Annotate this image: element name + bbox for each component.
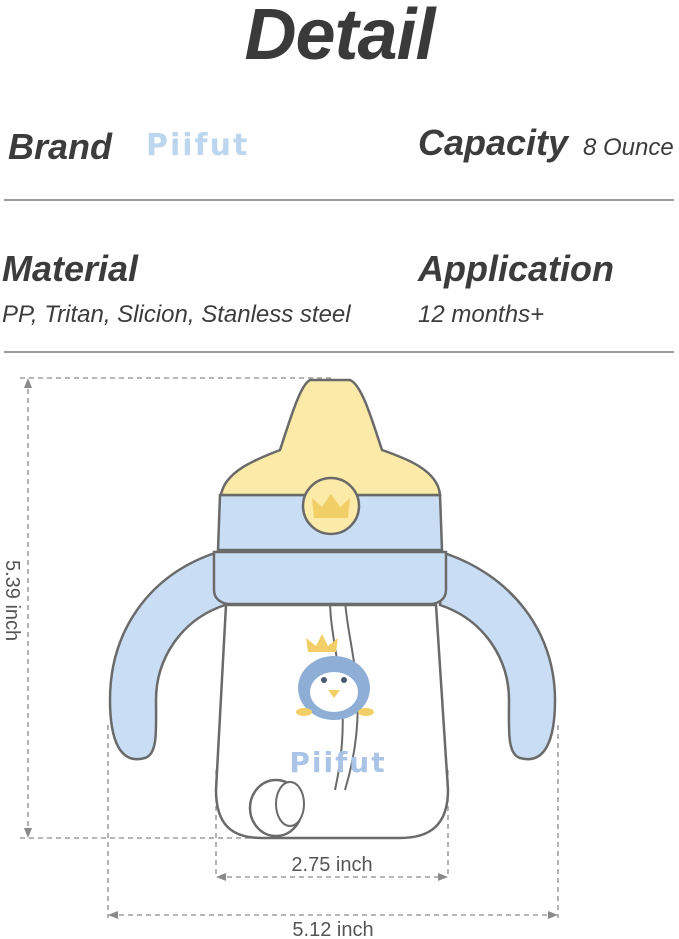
divider-top	[4, 199, 674, 201]
application-label: Application	[418, 248, 614, 289]
height-label: 5.39 inch	[1, 560, 23, 641]
brand-label: Brand	[8, 126, 113, 167]
capacity-value: 8 Ounce	[583, 134, 674, 161]
application-value: 12 months+	[418, 301, 545, 328]
total-width-label: 5.12 inch	[292, 919, 373, 939]
page-title: Detail	[244, 0, 435, 75]
product-logo: Piifut	[289, 746, 386, 779]
penguin-mascot-icon	[296, 634, 374, 720]
right-handle	[438, 551, 557, 761]
material-value: PP, Tritan, Slicion, Stanless steel	[2, 301, 351, 328]
cup-collar	[212, 550, 448, 606]
brand-logo: Piifut	[146, 128, 250, 163]
sippy-cup-illustration: Piifut 2.75 inch 5.12 inch 5.39 inch	[1, 377, 559, 939]
dimension-guides	[20, 377, 559, 918]
capacity-label: Capacity	[418, 122, 569, 163]
left-handle	[108, 551, 227, 761]
spout	[219, 378, 442, 497]
base-width-label: 2.75 inch	[291, 854, 372, 876]
crown-icon	[312, 494, 350, 518]
dimension-arrows	[24, 378, 558, 919]
divider-bottom	[4, 351, 674, 353]
material-label: Material	[2, 248, 139, 289]
